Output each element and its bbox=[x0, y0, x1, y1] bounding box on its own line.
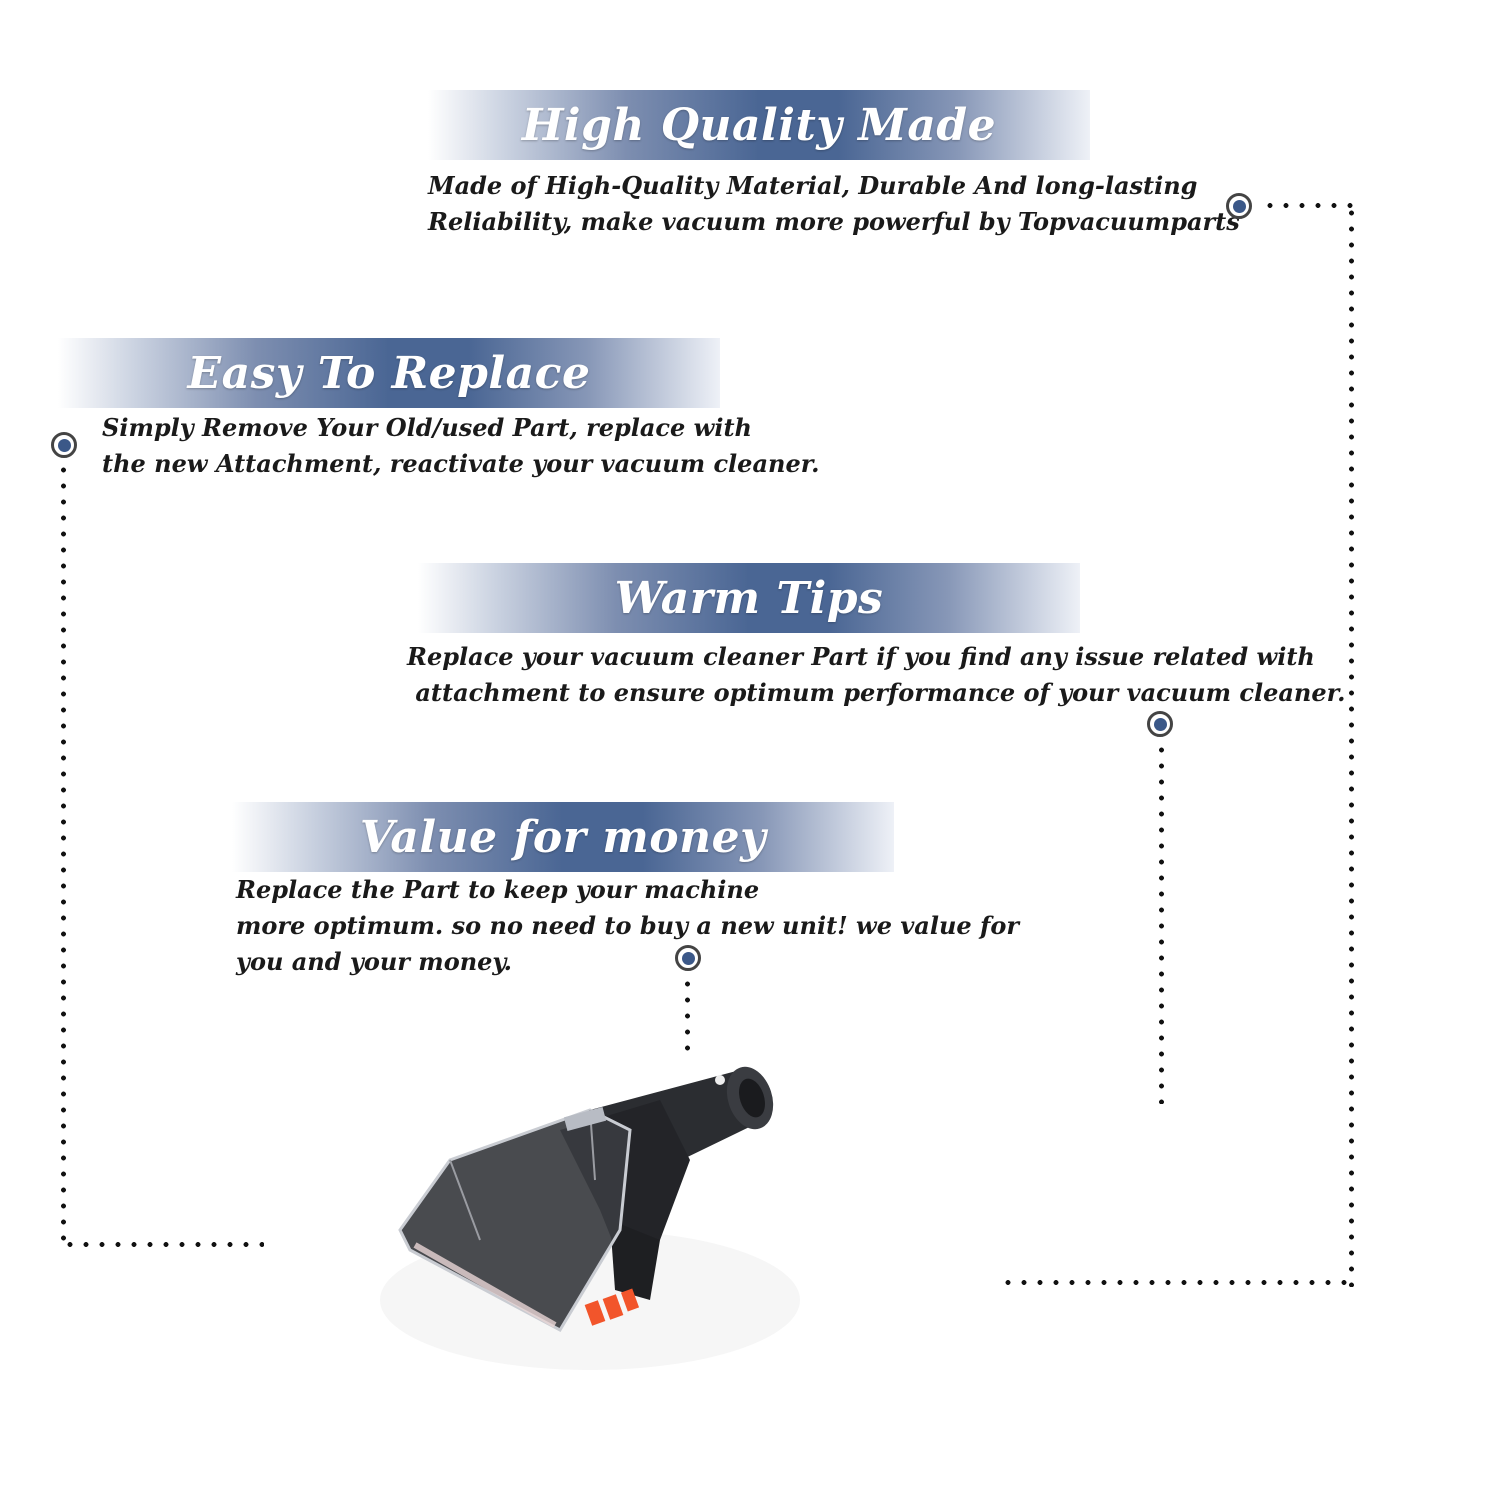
banner-value-for-money: Value for money bbox=[232, 802, 894, 872]
connector-line bbox=[685, 976, 690, 1054]
callout-dot-icon bbox=[1147, 711, 1173, 737]
desc-line: the new Attachment, reactivate your vacu… bbox=[102, 449, 820, 478]
desc-line: Replace your vacuum cleaner Part if you … bbox=[407, 642, 1315, 671]
section-desc-high-quality: Made of High-Quality Material, Durable A… bbox=[428, 168, 1240, 240]
connector-line bbox=[61, 462, 66, 1244]
vacuum-attachment-tool bbox=[380, 1066, 800, 1370]
section-title-value-for-money: Value for money bbox=[359, 811, 767, 863]
section-title-warm-tips: Warm Tips bbox=[614, 572, 884, 624]
desc-line: more optimum. so no need to buy a new un… bbox=[236, 911, 1019, 940]
connector-line bbox=[62, 1242, 264, 1247]
desc-line: Made of High-Quality Material, Durable A… bbox=[428, 171, 1198, 200]
banner-warm-tips: Warm Tips bbox=[418, 563, 1080, 633]
section-desc-warm-tips: Replace your vacuum cleaner Part if you … bbox=[407, 639, 1345, 711]
section-desc-easy-to-replace: Simply Remove Your Old/used Part, replac… bbox=[102, 410, 820, 482]
section-title-high-quality: High Quality Made bbox=[521, 99, 997, 151]
desc-line: Reliability, make vacuum more powerful b… bbox=[428, 207, 1240, 236]
section-desc-value-for-money: Replace the Part to keep your machine mo… bbox=[236, 872, 1019, 980]
desc-line: Simply Remove Your Old/used Part, replac… bbox=[102, 413, 752, 442]
connector-line bbox=[1159, 742, 1164, 1104]
desc-line: Replace the Part to keep your machine bbox=[236, 875, 760, 904]
banner-high-quality: High Quality Made bbox=[428, 90, 1090, 160]
callout-dot-icon bbox=[51, 432, 77, 458]
connector-line bbox=[1349, 205, 1354, 1287]
desc-line: attachment to ensure optimum performance… bbox=[407, 678, 1346, 707]
callout-dot-icon bbox=[1226, 193, 1252, 219]
callout-dot-icon bbox=[675, 945, 701, 971]
section-title-easy-to-replace: Easy To Replace bbox=[187, 347, 591, 399]
connector-line bbox=[1262, 203, 1354, 208]
connector-line bbox=[1000, 1280, 1354, 1285]
desc-line: you and your money. bbox=[236, 947, 512, 976]
banner-easy-to-replace: Easy To Replace bbox=[58, 338, 720, 408]
